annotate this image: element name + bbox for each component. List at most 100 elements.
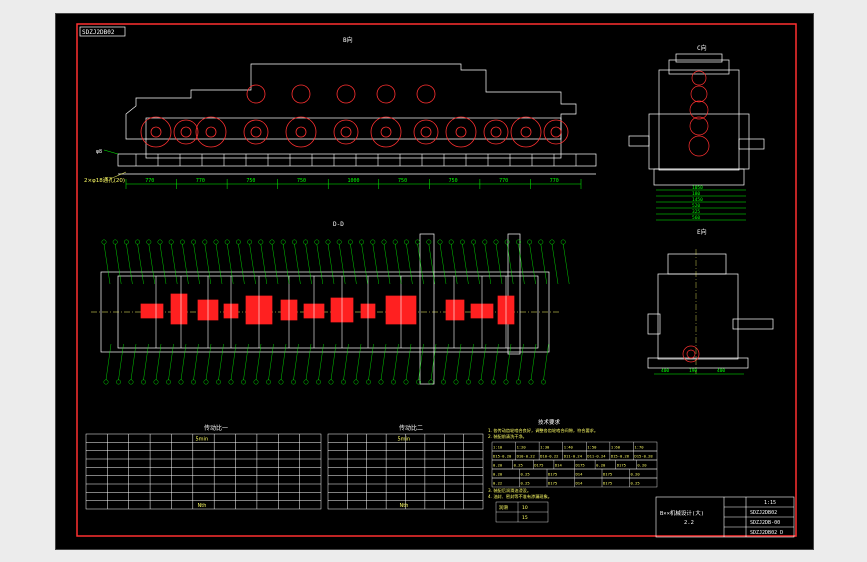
balloon xyxy=(291,239,297,245)
dim-front-4: 1000 xyxy=(348,178,360,184)
balloon xyxy=(266,379,271,385)
side-gear-circle xyxy=(690,85,708,103)
balloon xyxy=(168,239,174,245)
dim-side-upper-3: 520 xyxy=(692,203,700,209)
dim-side-upper-4: 325 xyxy=(692,209,700,215)
balloon xyxy=(316,379,321,385)
balloon xyxy=(224,239,230,245)
sheet-border xyxy=(76,23,797,537)
dim-side-lower-2: 400 xyxy=(717,368,725,374)
bearing-circle xyxy=(520,126,532,138)
label-side-upper: C向 xyxy=(697,44,707,52)
gear-circle xyxy=(195,116,227,148)
balloon xyxy=(366,379,371,385)
table2-title: 传动比二 xyxy=(399,424,423,432)
bearing-circle xyxy=(340,126,352,138)
small-table: 润滑 10 15 xyxy=(495,501,549,523)
tech-title: 技术要求 xyxy=(538,418,561,426)
gear-circle xyxy=(370,116,402,148)
bearing-circle xyxy=(250,126,262,138)
balloon xyxy=(341,379,346,385)
dim-front-2: 750 xyxy=(246,178,255,184)
balloon xyxy=(466,379,471,385)
balloon xyxy=(549,239,555,245)
tech-cell-1-6: D15-0.28 xyxy=(634,454,653,459)
bearing-circle xyxy=(205,126,217,138)
balloon xyxy=(515,239,521,245)
balloon xyxy=(278,379,284,385)
bearing-circle xyxy=(380,126,392,138)
balloon xyxy=(426,239,432,245)
tech-notes: 技术要求 1. 各传动齿轮啮合良好，调整各齿轮啮合间隙，符合要求。 2. 装配前… xyxy=(488,418,658,523)
label-side-lower: E向 xyxy=(697,228,707,236)
gear-circle xyxy=(336,84,356,104)
balloon xyxy=(370,239,376,245)
balloon xyxy=(325,239,331,245)
balloon xyxy=(391,379,396,385)
side-gear-circle xyxy=(688,135,710,157)
title-code-1: SDZJ2DB02 xyxy=(750,510,777,516)
balloon xyxy=(381,239,387,245)
balloon xyxy=(347,239,353,245)
gear-circle xyxy=(483,119,509,145)
label-section: D-D xyxy=(333,221,344,228)
balloon xyxy=(415,239,420,245)
balloon xyxy=(303,379,309,385)
balloon xyxy=(213,239,219,245)
balloon xyxy=(403,379,409,385)
dim-front-0: 770 xyxy=(145,178,154,184)
balloon xyxy=(478,379,484,385)
bearing-circle xyxy=(180,126,192,138)
balloon xyxy=(538,239,544,245)
gear-circle xyxy=(543,119,569,145)
front-gears xyxy=(140,84,569,148)
balloon xyxy=(482,239,488,245)
balloon xyxy=(459,239,465,245)
balloon xyxy=(216,379,221,385)
t2grid-header: 5min xyxy=(398,436,411,442)
tech-cell-2-6: D175 xyxy=(617,463,626,468)
gear-circle xyxy=(416,84,436,104)
tech-cell-0-0: 1:10 xyxy=(493,445,503,450)
balloon xyxy=(247,239,253,245)
balloon xyxy=(403,239,409,245)
tech-cell-4-5: 0.25 xyxy=(631,481,640,486)
balloon xyxy=(448,239,454,245)
tech-cell-0-6: 1:70 xyxy=(634,445,644,450)
gear-circle xyxy=(376,84,396,104)
tech-cell-2-7: 0.20 xyxy=(637,463,647,468)
balloon xyxy=(491,379,496,385)
tech-cell-4-4: D175 xyxy=(603,481,612,486)
title-code-2: SDZJ2DB-00 xyxy=(750,520,780,526)
balloon xyxy=(128,379,134,385)
balloon xyxy=(202,239,208,245)
tech-cell-4-3: D14 xyxy=(576,481,584,486)
balloon xyxy=(228,379,234,385)
balloon xyxy=(241,379,246,385)
bearing-circle xyxy=(490,126,502,138)
balloon xyxy=(328,379,334,385)
balloon xyxy=(112,239,118,245)
balloon xyxy=(528,379,534,385)
tech-cell-2-5: 0.20 xyxy=(596,463,606,468)
tech-cell-3-5: 0.20 xyxy=(631,472,641,477)
balloon xyxy=(493,239,499,245)
dim-front-6: 750 xyxy=(449,178,458,184)
balloon xyxy=(146,239,152,245)
tech-note-3: 3. 装配后润滑油浸没。 xyxy=(488,487,531,494)
side-gear-circle xyxy=(691,70,707,86)
small-table-label: 润滑 xyxy=(499,504,508,511)
balloon xyxy=(359,239,364,245)
balloon xyxy=(124,239,129,245)
tech-cell-0-2: 1:30 xyxy=(540,445,550,450)
balloon xyxy=(416,379,421,385)
dim-front-8: 770 xyxy=(550,178,559,184)
tech-cell-1-2: D10-0.22 xyxy=(540,454,558,459)
balloon xyxy=(541,379,546,385)
